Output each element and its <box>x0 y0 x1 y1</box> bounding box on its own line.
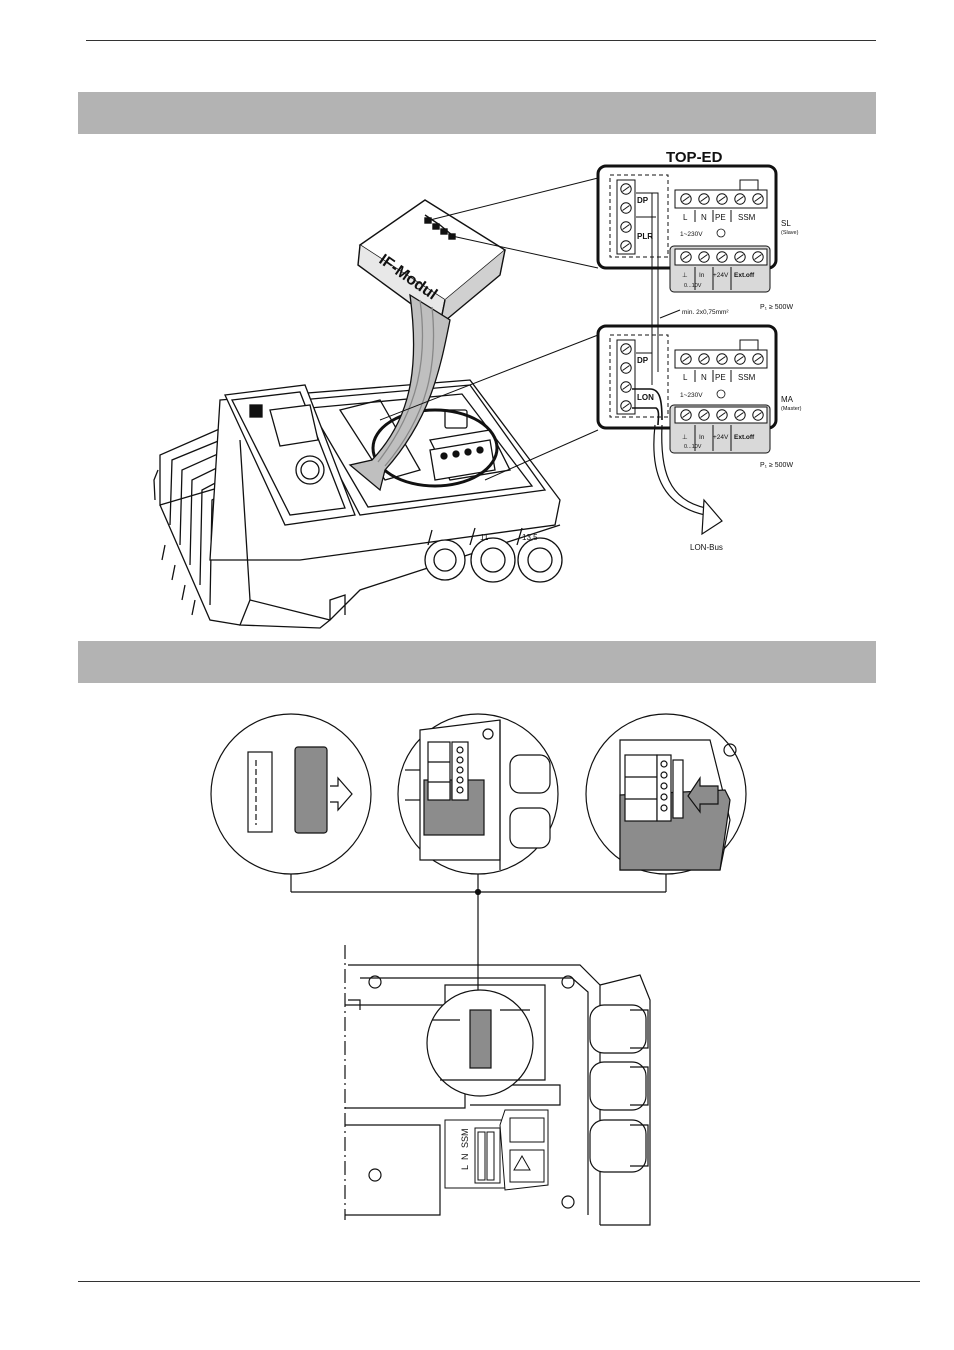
slave-top-N: N <box>701 213 707 222</box>
gland-label-11: 11 <box>480 533 489 542</box>
slave-bot-gnd: ⊥ <box>682 272 688 279</box>
slave-label-dp: DP <box>637 196 649 205</box>
master-voltage: 1~230V <box>680 392 703 399</box>
terminal-mark-l: L <box>460 1165 470 1170</box>
terminal-mark-ssm: SSM <box>460 1128 470 1148</box>
slave-terminal-diagram: DP PLR L N PE SSM 1~230V ⊥ In 0...10V <box>598 166 799 311</box>
master-role: MA <box>781 395 794 404</box>
master-label-dp: DP <box>637 356 649 365</box>
gland-label-13-5: 13,5 <box>522 533 538 542</box>
terminal-mark-n: N <box>460 1154 470 1161</box>
magnifier-circle <box>427 990 533 1096</box>
slave-power: P₁ ≥ 500W <box>760 304 793 311</box>
master-bot-in: In <box>699 434 705 441</box>
master-bot-24v: +24V <box>713 434 729 441</box>
master-top-SSM: SSM <box>738 373 756 382</box>
master-top-N: N <box>701 373 707 382</box>
detail-circle-1 <box>211 714 371 874</box>
detail-circle-3 <box>586 714 746 874</box>
slave-top-PE: PE <box>715 213 726 222</box>
master-bot-extoff: Ext.off <box>734 434 755 441</box>
master-role-sub: (Master) <box>781 406 802 412</box>
cable-note: min. 2x0,75mm² <box>682 309 729 316</box>
slave-role-sub: (Slave) <box>781 230 799 236</box>
slave-bot-24v: +24V <box>713 272 729 279</box>
connector-bracket <box>291 874 666 1000</box>
master-top-PE: PE <box>715 373 726 382</box>
slave-voltage: 1~230V <box>680 231 703 238</box>
slave-bot-in: In <box>699 272 705 279</box>
pump-housing <box>154 380 562 628</box>
master-power: P₁ ≥ 500W <box>760 462 793 469</box>
master-label-lon: LON <box>637 393 654 402</box>
master-terminal-diagram: DP LON L N PE SSM 1~230V ⊥ In 0... <box>598 326 802 469</box>
detail-circle-2 <box>398 714 558 874</box>
slave-top-L: L <box>683 213 688 222</box>
diagram-title: TOP-ED <box>666 149 723 166</box>
housing-terminal-block <box>445 1110 548 1190</box>
master-top-L: L <box>683 373 688 382</box>
bus-label: LON-Bus <box>690 543 723 552</box>
slave-label-plr: PLR <box>637 232 653 241</box>
slave-bot-extoff: Ext.off <box>734 272 755 279</box>
master-bot-010v: 0...10V <box>684 444 702 450</box>
master-bot-gnd: ⊥ <box>682 434 688 441</box>
slave-bot-010v: 0...10V <box>684 283 702 289</box>
slave-top-SSM: SSM <box>738 213 756 222</box>
slave-role: SL <box>781 219 791 228</box>
